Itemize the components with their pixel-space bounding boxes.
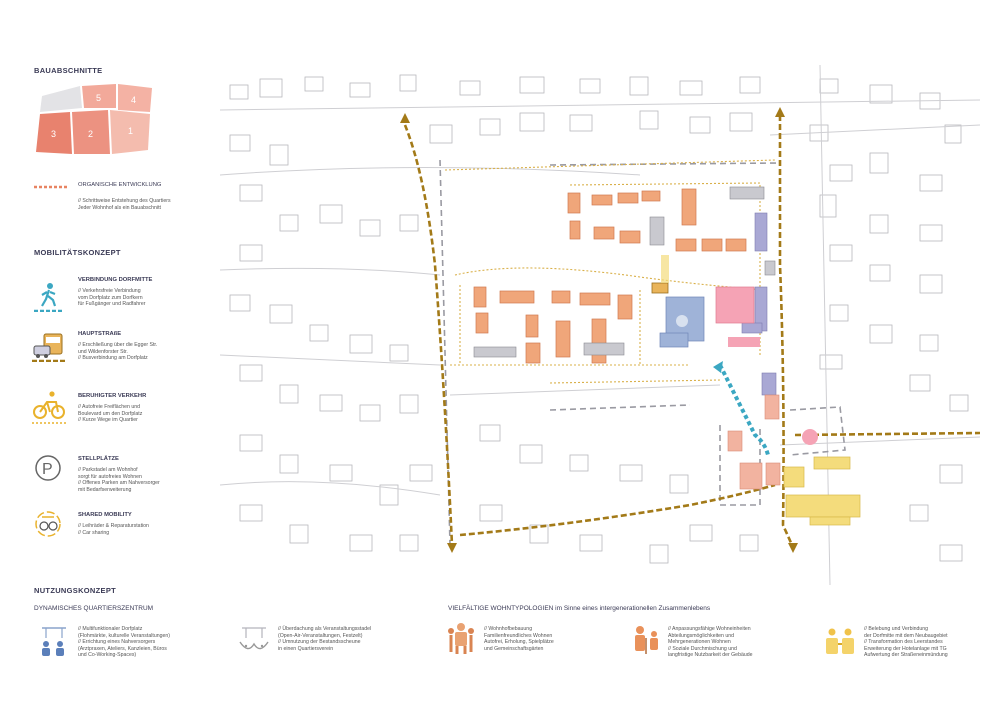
main-road [403,115,980,546]
section-label-5: 5 [96,93,101,103]
section-4 [118,84,152,112]
green-arrow [713,361,723,373]
nutzung-col5: // Belebung und Verbindung der Dorfmitte… [864,626,948,659]
bauabschnitte-title: BAUABSCHNITTE [34,66,103,75]
mob-text-2: // Autofreie Freiflächen und Boulevard u… [78,404,143,424]
nutzung-subtitle: DYNAMISCHES QUARTIERSZENTRUM [34,605,154,612]
center-icon [676,315,688,327]
section-3 [36,112,72,154]
mob-text-4: // Leihräder & Reparaturstation // Car s… [78,523,149,536]
parking-buildings [473,186,776,358]
section-label-4: 4 [131,95,136,105]
arrow-se [788,543,798,553]
section-2 [72,110,110,154]
arrow-nw [400,113,410,123]
organic-text: // Schrittweise Entstehung des Quartiers… [78,198,171,211]
mob-label-2: BERUHIGTER VERKEHR [78,393,147,399]
section-5 [82,84,116,108]
pink-hall [728,337,760,347]
family-icon [448,623,474,654]
section-label-3: 3 [51,129,56,139]
hotel-buildings [783,456,861,526]
nutzung-title: NUTZUNGSKONZEPT [34,586,116,595]
bauabschnitte-diagram: 5 4 3 2 1 [36,84,152,154]
shared-mobility-icon [35,511,61,537]
mob-text-1: // Erschließung über die Egger Str. und … [78,342,158,362]
car-bus-icon [32,333,66,362]
mob-label-4: SHARED MOBILITY [78,512,132,518]
parking-icon: P [35,455,61,481]
nutzung-col2: // Überdachung als Veranstaltungsstadel … [278,626,372,652]
pink-circle [802,429,818,445]
arrow-sw [447,543,457,553]
site-plan-map [220,65,980,585]
bus-lane [661,255,669,283]
mob-label-1: HAUPTSTRAßE [78,331,122,337]
section-1 [110,110,150,154]
existing-buildings [727,394,781,490]
section-label-2: 2 [88,129,93,139]
community-center [659,296,705,348]
mob-text-3: // Parkstadel am Wohnhof sorgt für autof… [78,467,160,493]
residential-buildings [473,188,747,364]
organic-label: ORGANISCHE ENTWICKLUNG [78,182,162,188]
mobilitaet-title: MOBILITÄTSKONZEPT [34,248,121,257]
generations-icon [635,626,658,654]
nutzung-col4: // Anpassungsfähige Wohneinheiten Abteil… [668,626,753,659]
village-life-icon [826,628,854,654]
mob-label-0: VERBINDUNG DORFMITTE [78,277,153,283]
bicycle-icon [32,391,66,424]
lavender-buildings [741,212,777,396]
nutzung-col3: // Wohnhofbebauung Familienfreundliches … [484,626,554,652]
svg-text:P: P [42,461,53,478]
green-connection [718,364,770,456]
theater-masks-icon [239,627,269,650]
wohn-title: VIELFÄLTIGE WOHNTYPOLOGIEN im Sinne eine… [448,605,711,612]
arrow-ne [775,107,785,117]
bus-stop-icon [651,282,669,294]
market-people-icon [42,627,66,656]
section-label-1: 1 [128,126,133,136]
village-square [715,286,755,324]
context-buildings [229,74,969,564]
section-blank [40,86,82,112]
mob-label-3: STELLPLÄTZE [78,456,119,462]
nutzung-col1: // Multifunktionaler Dorfplatz (Flohmärk… [78,626,170,659]
mob-text-0: // Verkehrsfreie Verbindung vom Dorfplat… [78,288,146,308]
pedestrian-icon [34,283,64,312]
organic-line-icon [34,185,68,189]
